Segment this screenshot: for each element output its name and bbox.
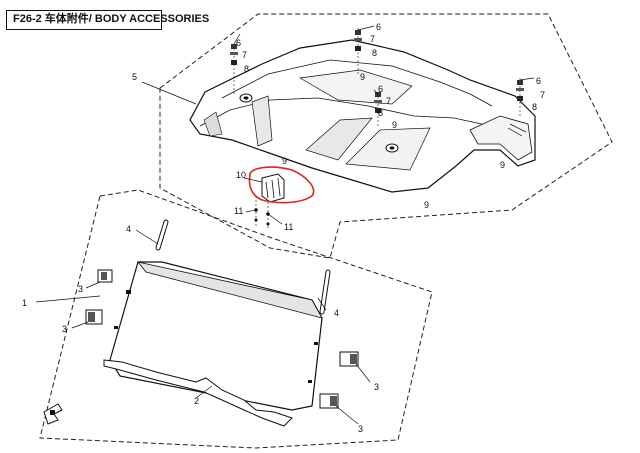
callout-7-b: 7 xyxy=(370,34,375,44)
callout-11-a: 11 xyxy=(234,206,243,216)
callout-8-d: 8 xyxy=(532,102,537,112)
callout-9-b: 9 xyxy=(282,156,287,166)
windshield-assembly-boundary xyxy=(39,189,433,449)
callout-9-c: 9 xyxy=(424,200,429,210)
callout-8-b: 8 xyxy=(372,48,377,58)
seal-strip xyxy=(103,359,293,427)
callout-3-b: 3 xyxy=(62,324,67,334)
diagram-title: F26-2 车体附件/ BODY ACCESSORIES xyxy=(6,10,209,30)
clamp-upper-left xyxy=(97,269,113,283)
bracket-part-10 xyxy=(254,173,285,230)
support-rod-right xyxy=(319,269,331,315)
fastener-stack-mid xyxy=(374,92,382,128)
callout-3-d: 3 xyxy=(358,424,363,434)
orientation-arrow-icon xyxy=(43,403,63,425)
support-rod-left xyxy=(155,219,169,251)
callout-2: 2 xyxy=(194,396,199,406)
callout-7-c: 7 xyxy=(386,96,391,106)
callout-6-b: 6 xyxy=(376,22,381,32)
red-highlight-circle xyxy=(248,166,315,204)
callout-3-c: 3 xyxy=(374,382,379,392)
callout-9-d: 9 xyxy=(500,160,505,170)
leader-lines xyxy=(35,25,535,425)
callout-4-b: 4 xyxy=(334,308,339,318)
callout-3-a: 3 xyxy=(78,284,83,294)
callout-4-a: 4 xyxy=(126,224,131,234)
callout-7-a: 7 xyxy=(242,50,247,60)
callout-9-e: 9 xyxy=(392,120,397,130)
clamp-lower-left xyxy=(85,309,103,325)
callout-6-c: 6 xyxy=(378,84,383,94)
callout-5: 5 xyxy=(132,72,137,82)
callout-1: 1 xyxy=(22,298,27,308)
clamp-upper-right xyxy=(339,351,359,367)
body-cover-rack xyxy=(189,39,536,193)
callout-8-c: 8 xyxy=(378,108,383,118)
fastener-stack-left xyxy=(230,44,238,94)
callout-8-a: 8 xyxy=(244,64,249,74)
callout-9-a: 9 xyxy=(360,72,365,82)
clamp-lower-right xyxy=(319,393,339,409)
callout-7-d: 7 xyxy=(540,90,545,100)
callout-6-d: 6 xyxy=(536,76,541,86)
fastener-stack-center xyxy=(354,28,362,74)
callout-11-b: 11 xyxy=(284,222,293,232)
callout-6-a: 6 xyxy=(236,38,241,48)
callout-10: 10 xyxy=(236,170,246,180)
fastener-stack-right xyxy=(516,78,524,118)
